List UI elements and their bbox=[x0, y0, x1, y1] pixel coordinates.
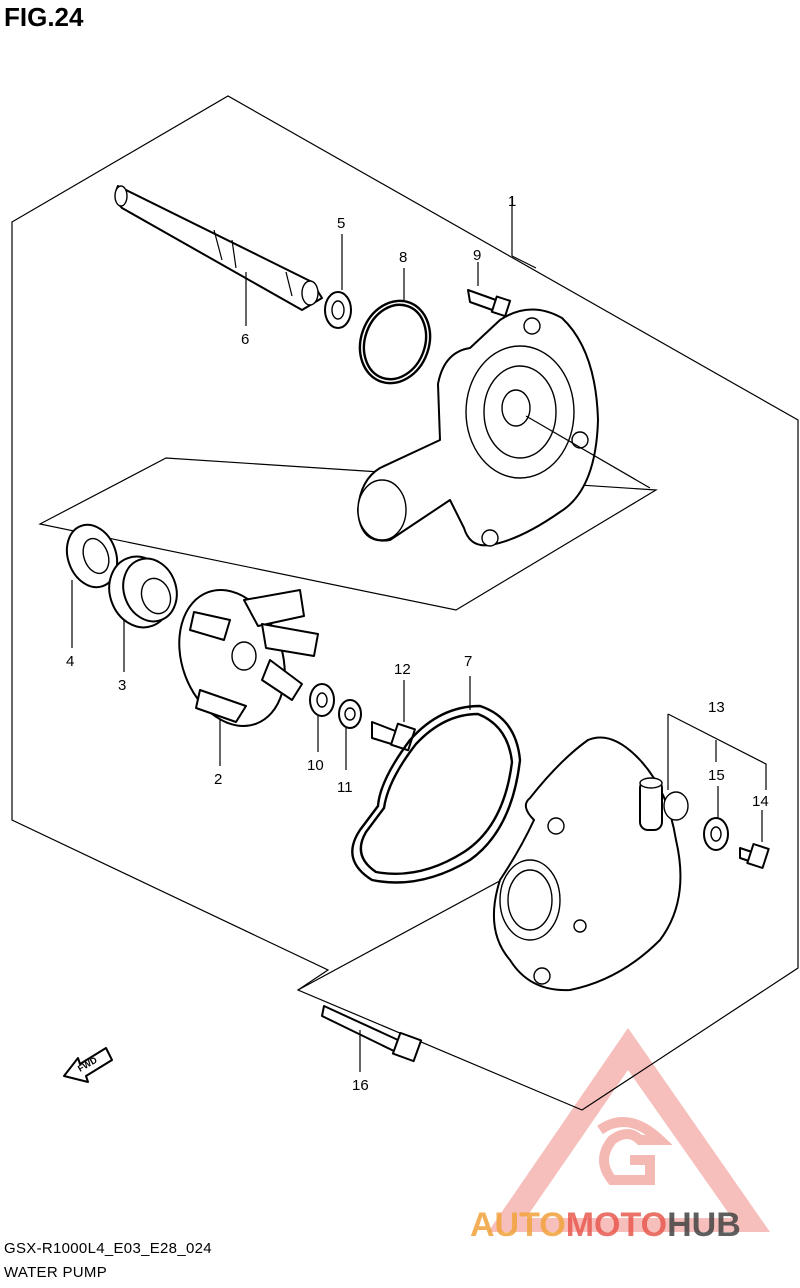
label-11: 11 bbox=[337, 779, 353, 796]
subassembly-frame-lower bbox=[297, 869, 521, 991]
label-3: 3 bbox=[118, 677, 126, 694]
fwd-arrow-icon: FWD bbox=[63, 1047, 113, 1083]
label-4: 4 bbox=[66, 653, 74, 670]
figure-title: FIG.24 bbox=[4, 2, 84, 32]
mechanical-seal-part-3 bbox=[108, 555, 178, 672]
bolt-part-12 bbox=[371, 680, 416, 752]
shaft-part-6 bbox=[114, 185, 323, 326]
label-14: 14 bbox=[752, 793, 769, 810]
washer-part-5 bbox=[324, 234, 352, 329]
label-7: 7 bbox=[464, 653, 472, 670]
assembly-frame bbox=[11, 95, 799, 1111]
label-16: 16 bbox=[352, 1077, 369, 1094]
impeller-part-2 bbox=[178, 589, 319, 766]
watermark-word-auto: AUTO bbox=[470, 1206, 566, 1244]
washer-part-11 bbox=[338, 699, 362, 770]
bolt-part-14 bbox=[739, 810, 770, 869]
watermark-word-hub: HUB bbox=[667, 1206, 741, 1244]
model-code: GSX-R1000L4_E03_E28_024 bbox=[4, 1240, 212, 1257]
label-6: 6 bbox=[241, 331, 249, 348]
label-12: 12 bbox=[394, 661, 411, 678]
long-bolt-part-16 bbox=[321, 1005, 423, 1072]
pump-body-part-1 bbox=[357, 196, 651, 547]
label-5: 5 bbox=[337, 215, 345, 232]
label-10: 10 bbox=[307, 757, 324, 774]
label-9: 9 bbox=[473, 247, 481, 264]
svg-text:AUTOMOTOHUB: AUTOMOTOHUB bbox=[470, 1206, 741, 1244]
label-1: 1 bbox=[508, 193, 516, 210]
washer-part-15 bbox=[703, 740, 729, 851]
label-8: 8 bbox=[399, 249, 407, 266]
washer-part-10 bbox=[309, 683, 335, 752]
pump-cover bbox=[492, 736, 689, 992]
watermark-logo bbox=[488, 1028, 770, 1232]
watermark-word-moto: MOTO bbox=[566, 1206, 667, 1244]
subassembly-frame-upper bbox=[38, 457, 658, 611]
oil-seal-part-4 bbox=[65, 523, 119, 648]
gasket-part-7 bbox=[351, 676, 522, 884]
watermark-wordmark: AUTOMOTOHUB bbox=[470, 1206, 741, 1244]
label-2: 2 bbox=[214, 771, 222, 788]
section-name: WATER PUMP bbox=[4, 1264, 107, 1281]
label-13: 13 bbox=[708, 699, 725, 716]
label-15: 15 bbox=[708, 767, 725, 784]
bolt-part-9 bbox=[467, 262, 512, 318]
o-ring-part-8 bbox=[358, 268, 432, 385]
part-labels: 1 2 3 4 5 6 7 8 9 10 11 12 13 14 15 16 bbox=[66, 193, 769, 1094]
